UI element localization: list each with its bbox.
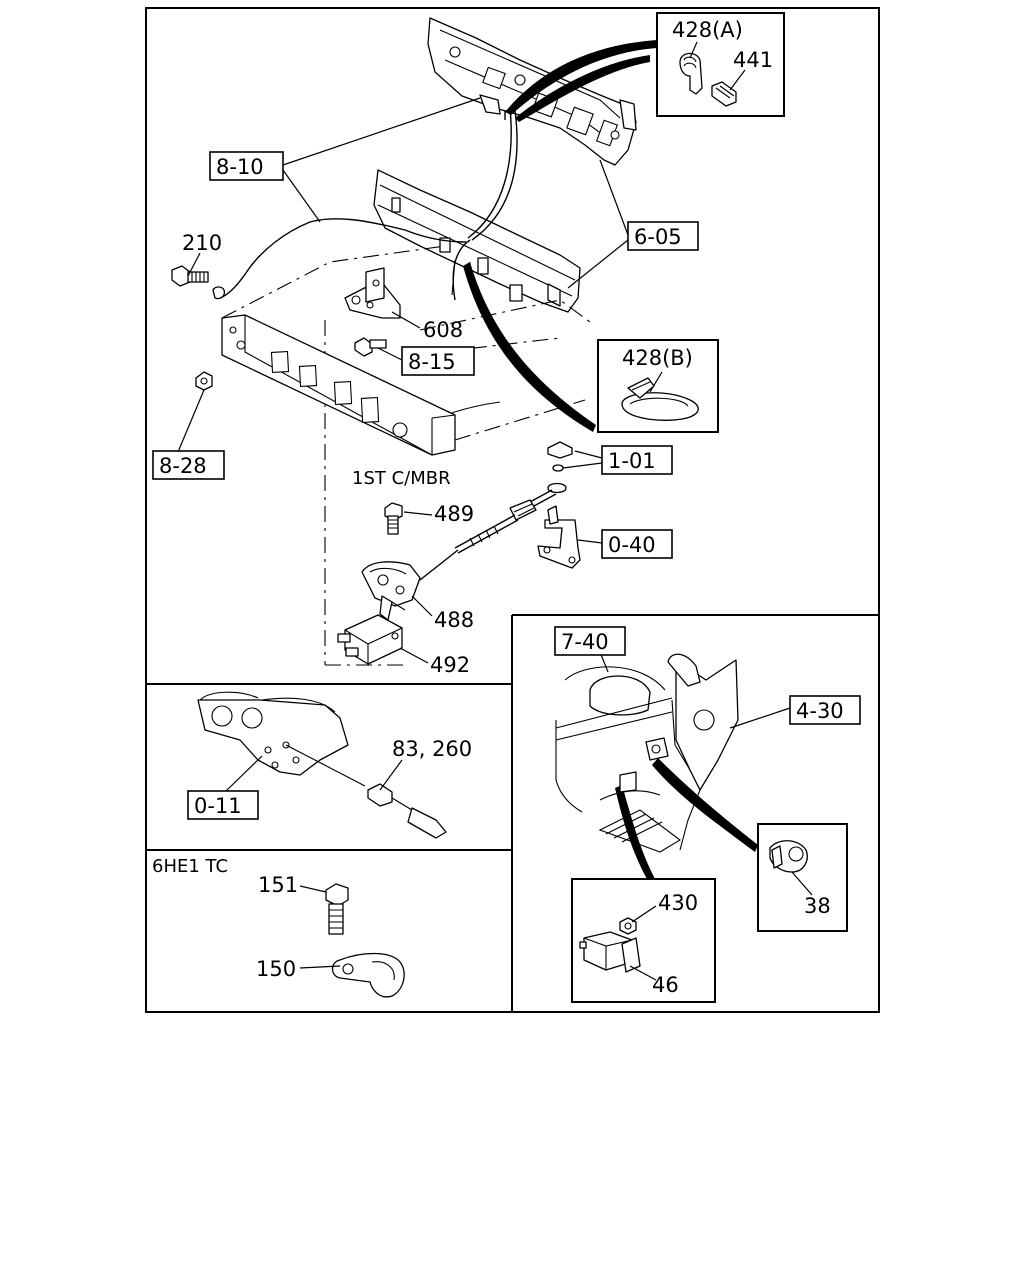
label-428b: 428(B)	[622, 346, 693, 370]
cab-interior-section	[555, 653, 739, 853]
label-83-260: 83, 260	[392, 737, 472, 761]
label-6he1-tc: 6HE1 TC	[152, 856, 228, 877]
label-488: 488	[434, 608, 474, 632]
relay-46	[579, 917, 641, 973]
tc-section	[325, 883, 405, 998]
label-8-28: 8-28	[159, 454, 207, 478]
label-608: 608	[423, 318, 463, 342]
text-labels: 428(A) 441 8-10 6-05 210 608 8-15 428(B)…	[152, 18, 844, 997]
label-4-30: 4-30	[796, 699, 844, 723]
label-7-40: 7-40	[561, 630, 609, 654]
switch-492	[337, 614, 403, 665]
label-8-10: 8-10	[216, 155, 264, 179]
nut-8-28	[195, 371, 213, 391]
label-6-05: 6-05	[634, 225, 682, 249]
panel-frames	[145, 7, 880, 1013]
label-8-15: 8-15	[408, 350, 456, 374]
label-38: 38	[804, 894, 831, 918]
grommet-38	[769, 840, 808, 873]
label-492: 492	[430, 653, 470, 677]
label-428a: 428(A)	[672, 18, 743, 42]
first-cross-member	[221, 245, 591, 666]
clip-428a	[679, 52, 737, 107]
bracket-608	[344, 267, 401, 319]
label-1st-cmbr: 1ST C/MBR	[352, 468, 451, 489]
label-0-40: 0-40	[608, 533, 656, 557]
leader-lines	[177, 41, 813, 981]
label-441: 441	[733, 48, 773, 72]
label-boxes	[152, 151, 861, 820]
label-430: 430	[658, 891, 698, 915]
cable-assembly	[419, 441, 581, 581]
bolt-489	[384, 502, 403, 535]
label-151: 151	[258, 873, 298, 897]
label-46: 46	[652, 973, 679, 997]
bolt-8-15	[354, 337, 387, 357]
tie-428b	[621, 377, 699, 421]
label-150: 150	[256, 957, 296, 981]
bolt-210	[171, 265, 226, 300]
label-210: 210	[182, 231, 222, 255]
bracket-488	[361, 561, 421, 621]
label-1-01: 1-01	[608, 449, 656, 473]
label-489: 489	[434, 502, 474, 526]
label-0-11: 0-11	[194, 794, 242, 818]
engine-sensor-section	[197, 691, 447, 839]
inset-leaders	[463, 40, 758, 879]
inset-frames	[571, 12, 848, 1003]
